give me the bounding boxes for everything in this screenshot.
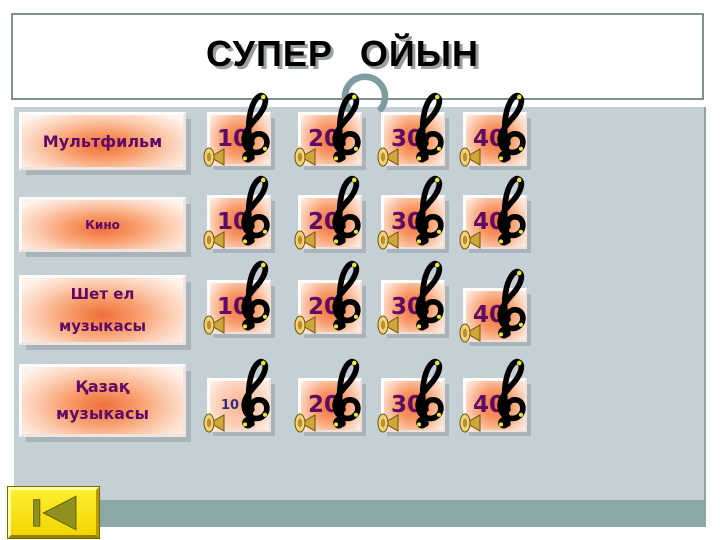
category-label: Шет ел музыкасы: [58, 284, 147, 335]
points-button[interactable]: 40: [459, 92, 527, 167]
speaker-icon[interactable]: [375, 227, 401, 253]
speaker-icon[interactable]: [457, 144, 483, 170]
skip-to-start-icon: [33, 495, 77, 531]
category-button-foreign-music[interactable]: Шет ел музыкасы: [19, 275, 186, 345]
speaker-icon[interactable]: [201, 227, 227, 253]
points-button[interactable]: 20: [294, 260, 362, 335]
points-button[interactable]: 10: [203, 260, 271, 335]
speaker-icon[interactable]: [375, 144, 401, 170]
speaker-icon[interactable]: [201, 144, 227, 170]
points-button[interactable]: 20: [294, 358, 362, 433]
points-button[interactable]: 30: [377, 175, 445, 250]
points-button[interactable]: 30: [377, 260, 445, 335]
back-button[interactable]: [8, 487, 99, 538]
speaker-icon[interactable]: [375, 410, 401, 436]
points-button[interactable]: 30: [377, 358, 445, 433]
bottom-band: [14, 500, 706, 527]
points-button[interactable]: 10: [203, 175, 271, 250]
category-label: Кино: [85, 217, 120, 232]
points-button[interactable]: 20: [294, 175, 362, 250]
points-button[interactable]: 40: [459, 175, 527, 250]
category-button-kazakh-music[interactable]: Қазақ музыкасы: [19, 364, 186, 437]
speaker-icon[interactable]: [457, 227, 483, 253]
category-button-cartoons[interactable]: Мультфильм: [19, 112, 186, 170]
speaker-icon[interactable]: [201, 312, 227, 338]
points-button[interactable]: 20: [294, 92, 362, 167]
points-label: 10: [221, 398, 240, 413]
speaker-icon[interactable]: [457, 320, 483, 346]
speaker-icon[interactable]: [292, 410, 318, 436]
points-button[interactable]: 40: [459, 358, 527, 433]
speaker-icon[interactable]: [292, 144, 318, 170]
points-button[interactable]: 10: [203, 358, 271, 433]
points-button[interactable]: 10: [203, 92, 271, 167]
title-box: СУПЕР ОЙЫН: [11, 13, 704, 100]
speaker-icon[interactable]: [292, 227, 318, 253]
speaker-icon[interactable]: [457, 410, 483, 436]
category-label: Мультфильм: [42, 131, 163, 151]
points-button[interactable]: 40: [459, 268, 527, 343]
category-label: Қазақ музыкасы: [56, 377, 149, 423]
page-title: СУПЕР ОЙЫН: [206, 32, 479, 74]
speaker-icon[interactable]: [375, 312, 401, 338]
points-button[interactable]: 30: [377, 92, 445, 167]
speaker-icon[interactable]: [292, 312, 318, 338]
speaker-icon[interactable]: [201, 410, 227, 436]
category-button-movies[interactable]: Кино: [19, 197, 186, 252]
